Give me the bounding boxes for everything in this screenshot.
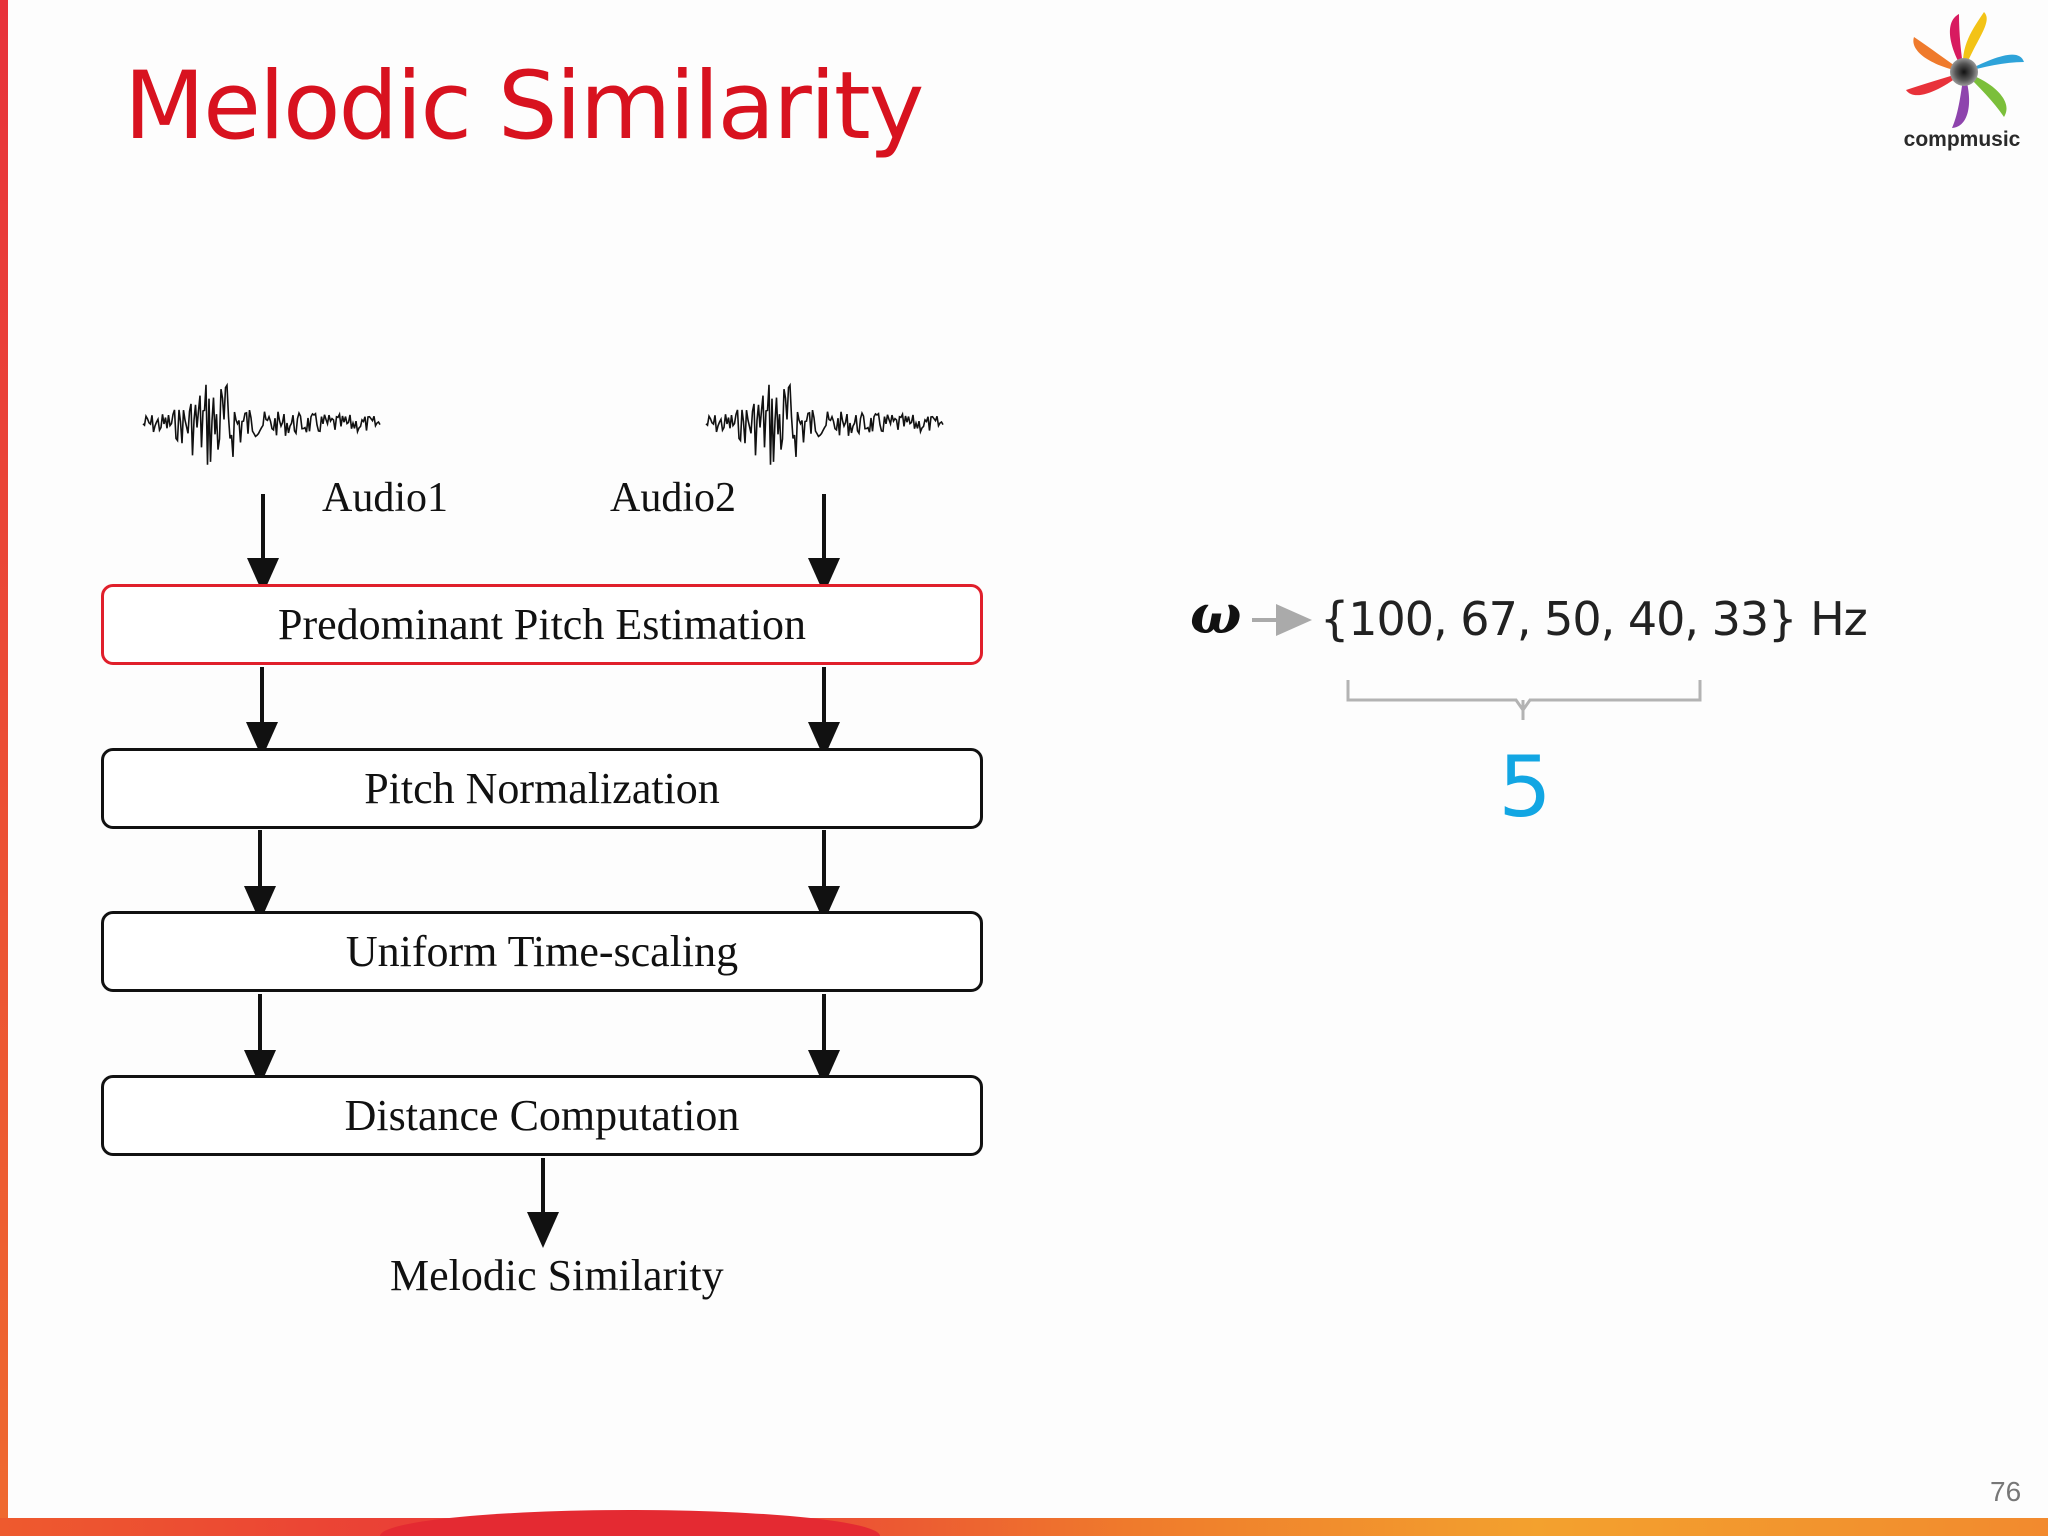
step-predominant-pitch-estimation: Predominant Pitch Estimation <box>101 584 983 665</box>
step-uniform-time-scaling: Uniform Time-scaling <box>101 911 983 992</box>
pinwheel-logo-icon <box>1906 12 2024 128</box>
audio2-label: Audio2 <box>610 475 736 521</box>
compmusic-logo: compmusic <box>1896 10 2028 154</box>
output-label: Melodic Similarity <box>390 1251 724 1300</box>
values-count: 5 <box>1498 738 1552 836</box>
values-brace <box>1346 680 1702 713</box>
frequency-values: {100, 67, 50, 40, 33} Hz <box>1320 592 1868 646</box>
audio1-label: Audio1 <box>322 475 448 521</box>
omega-symbol: ω <box>1190 582 1242 646</box>
audio1-waveform-icon <box>142 382 381 465</box>
logo-text: compmusic <box>1903 128 2021 151</box>
bottom-accent-curve <box>380 1510 880 1536</box>
bottom-accent-band <box>0 1510 2048 1536</box>
slide-title: Melodic Similarity <box>124 52 924 161</box>
left-accent-bar <box>0 0 8 1536</box>
audio2-waveform-icon <box>705 382 944 465</box>
page-number: 76 <box>1990 1476 2022 1507</box>
step-distance-computation: Distance Computation <box>101 1075 983 1156</box>
step-pitch-normalization: Pitch Normalization <box>101 748 983 829</box>
